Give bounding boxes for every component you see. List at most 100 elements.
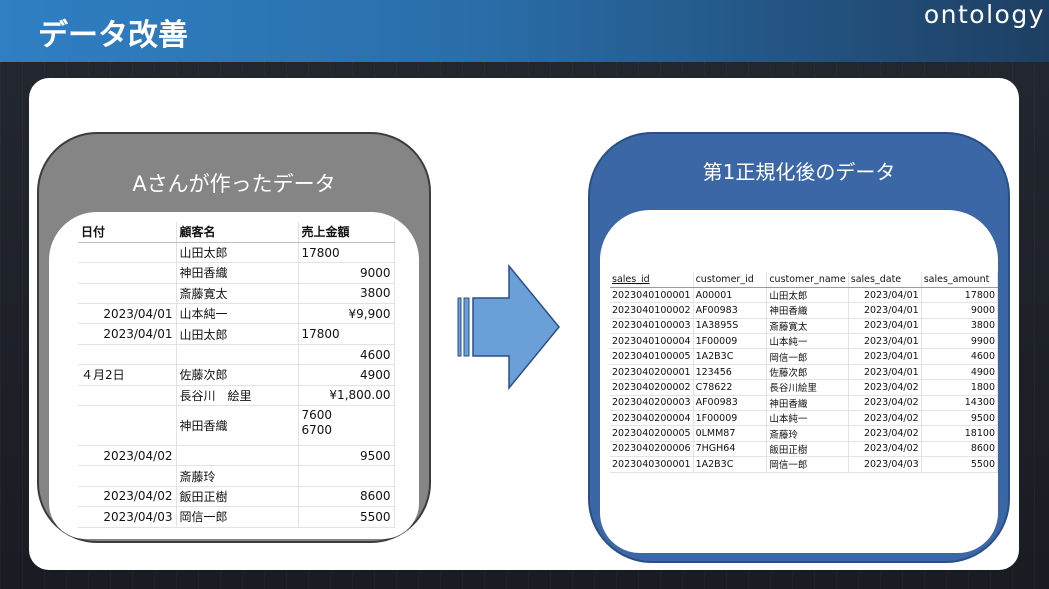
table-cell: 山田太郎 — [176, 242, 299, 264]
table-cell: 山田太郎 — [766, 287, 849, 304]
table-cell: 2023/04/02 — [78, 486, 177, 508]
table-cell: 123456 — [693, 364, 768, 381]
table-cell: 2023040200001 — [610, 364, 694, 381]
table-cell: 2023/04/01 — [848, 364, 922, 381]
table-cell: 17800 — [298, 242, 395, 264]
table-cell: 2023/04/02 — [848, 395, 922, 412]
table-cell: 8600 — [921, 441, 998, 458]
table-cell: 長谷川絵里 — [766, 379, 849, 396]
table-cell: 1800 — [921, 379, 998, 396]
table-cell: 9500 — [298, 445, 395, 467]
table-cell: C78622 — [693, 379, 768, 396]
normalized-header-row: sales_id customer_id customer_name sales… — [610, 272, 998, 288]
table-cell: 2023/04/02 — [848, 425, 922, 442]
header-bar: データ改善 ontology — [0, 0, 1049, 62]
normalized-header-customer-id: customer_id — [693, 272, 768, 288]
table-cell: 飯田正樹 — [176, 486, 299, 508]
table-cell: ¥9,900 — [298, 303, 395, 325]
table-cell: 2023040200002 — [610, 379, 694, 396]
table-cell: AF00983 — [693, 302, 768, 319]
table-cell: 3800 — [921, 318, 998, 335]
table-cell: A00001 — [693, 287, 768, 304]
table-cell: 1F00009 — [693, 410, 768, 427]
table-cell: 長谷川 絵里 — [176, 385, 299, 407]
normalized-data-title: 第1正規化後のデータ — [702, 160, 896, 184]
table-cell: 佐藤次郎 — [766, 364, 849, 381]
table-cell: 1A3895S — [693, 318, 768, 335]
table-cell: 5500 — [921, 456, 998, 473]
source-header-date: 日付 — [78, 222, 177, 243]
table-cell: 3800 — [298, 283, 395, 305]
normalized-header-sales-amount: sales_amount — [921, 272, 998, 288]
table-cell: 2023040200004 — [610, 410, 694, 427]
table-cell: 2023/04/01 — [78, 323, 177, 345]
table-cell: 佐藤次郎 — [176, 364, 299, 386]
table-cell: 山田太郎 — [176, 323, 299, 345]
table-cell: 4900 — [298, 364, 395, 386]
table-cell: 岡信一郎 — [766, 456, 849, 473]
table-cell: 2023040100004 — [610, 333, 694, 350]
table-cell: 4600 — [298, 344, 395, 366]
table-cell: 神田香織 — [766, 395, 849, 412]
table-cell: 山本純一 — [766, 410, 849, 427]
slide-title: データ改善 — [38, 18, 188, 53]
table-cell: 9000 — [298, 262, 395, 284]
table-cell: 2023040200005 — [610, 425, 694, 442]
table-row: 4600 — [78, 344, 395, 366]
table-cell: 4900 — [921, 364, 998, 381]
table-cell: 2023040200006 — [610, 441, 694, 458]
ontology-logo: ontology — [923, 0, 1045, 29]
table-cell: 2023040100005 — [610, 348, 694, 365]
table-cell: 9000 — [921, 302, 998, 319]
source-header-amount: 売上金額 — [298, 222, 395, 243]
table-cell — [78, 405, 177, 447]
table-cell: 神田香織 — [176, 405, 299, 447]
normalized-header-sales-id: sales_id — [610, 272, 694, 288]
table-cell: 2023040100003 — [610, 318, 694, 335]
table-cell: 岡信一郎 — [766, 348, 849, 365]
table-cell: 斎藤寛太 — [176, 283, 299, 305]
table-cell — [78, 344, 177, 366]
table-cell: AF00983 — [693, 395, 768, 412]
table-cell: 斎藤玲 — [176, 465, 299, 487]
table-cell — [78, 465, 177, 487]
table-cell: 神田香織 — [176, 262, 299, 284]
source-data-title: Aさんが作ったデータ — [132, 172, 336, 196]
table-cell: 4600 — [921, 348, 998, 365]
table-cell: 7HGH64 — [693, 441, 768, 458]
table-cell — [176, 344, 299, 366]
table-cell: 18100 — [921, 425, 998, 442]
table-cell — [176, 445, 299, 467]
table-cell — [78, 385, 177, 407]
table-cell: 2023040100002 — [610, 302, 694, 319]
table-cell: 9900 — [921, 333, 998, 350]
table-cell: 斎藤玲 — [766, 425, 849, 442]
table-cell: 2023/04/01 — [848, 287, 922, 304]
table-cell: 0LMM87 — [693, 425, 768, 442]
table-cell: 2023040100001 — [610, 287, 694, 304]
table-cell: 山本純一 — [176, 303, 299, 325]
source-header-row: 日付 顧客名 売上金額 — [78, 222, 395, 243]
right-arrow-icon — [457, 263, 560, 391]
table-row: 斎藤玲 — [78, 465, 395, 487]
table-cell: 1A2B3C — [693, 456, 768, 473]
table-cell: 17800 — [921, 287, 998, 304]
